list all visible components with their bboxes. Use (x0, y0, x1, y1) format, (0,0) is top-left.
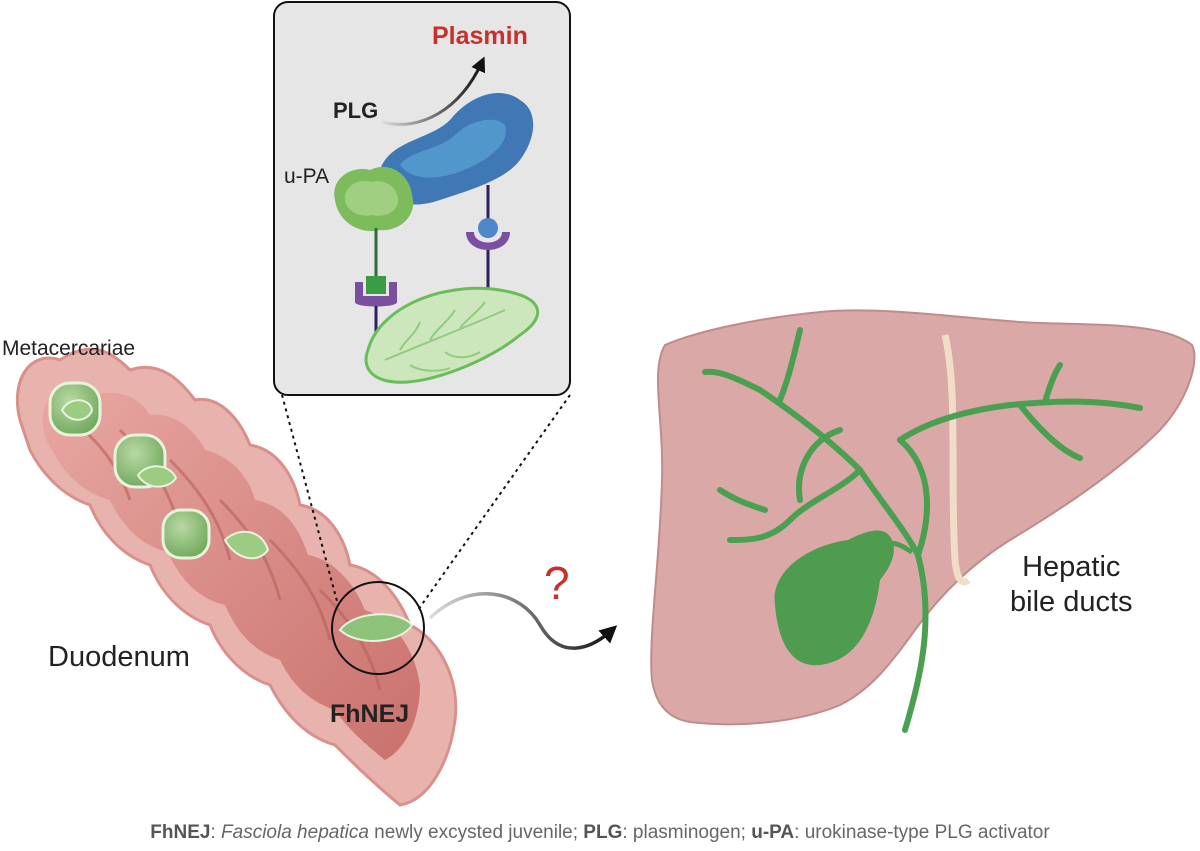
upa-receptor (355, 282, 397, 307)
upa-protein-highlight (345, 180, 398, 216)
label-hepatic-bile-ducts: Hepatic bile ducts (1010, 550, 1133, 620)
fhnej-juvenile (338, 613, 414, 642)
legend-plg-def: : plasminogen; (622, 822, 752, 843)
legend-upa-def: : urokinase-type PLG activator (794, 822, 1050, 843)
transit-arrow (428, 592, 618, 650)
bile-ducts (702, 327, 1143, 733)
plg-receptor (466, 232, 510, 250)
legend-fhnej-species: Fasciola hepatica (221, 822, 369, 843)
label-hepatic-line2: bile ducts (1010, 585, 1133, 618)
question-mark: ? (544, 557, 570, 609)
plg-protein-highlight (400, 119, 506, 178)
legend-fhnej-abbr: FhNEJ (150, 822, 211, 843)
abbreviation-legend: FhNEJ: Fasciola hepatica newly excysted … (0, 822, 1200, 844)
label-plg: PLG (333, 98, 379, 123)
fhnej-highlight-circle (331, 581, 425, 675)
label-fhnej: FhNEJ (330, 700, 410, 728)
inset-fhnej-branches (384, 301, 506, 372)
legend-plg-abbr: PLG (583, 822, 623, 843)
juvenile-in-cyst (60, 399, 94, 421)
label-upa: u-PA (284, 165, 330, 188)
cystic-duct (883, 540, 914, 555)
upa-ligand (366, 276, 386, 294)
legend-fhnej-def: newly excysted juvenile; (368, 822, 584, 843)
plg-binding-site (478, 218, 498, 238)
label-hepatic-line1: Hepatic (1022, 551, 1121, 583)
zoom-line-right (417, 394, 571, 611)
juvenile-emerging (136, 465, 178, 488)
liver-illustration (650, 309, 1196, 733)
gallbladder (774, 530, 894, 666)
free-juvenile (223, 530, 270, 560)
inset-panel (273, 1, 571, 396)
legend-fhnej-sep: : (210, 822, 222, 843)
label-plasmin: Plasmin (432, 22, 528, 50)
metacercariae-cysts (48, 381, 270, 560)
label-metacercariae: Metacercariae (2, 337, 136, 360)
cyst (161, 508, 211, 560)
plg-to-plasmin-arrow (381, 56, 486, 126)
falciform-ligament (941, 334, 971, 586)
legend-upa-abbr: u-PA (751, 822, 795, 843)
label-duodenum: Duodenum (48, 641, 190, 673)
zoom-line-left (281, 394, 339, 606)
inset-fhnej (364, 286, 539, 384)
